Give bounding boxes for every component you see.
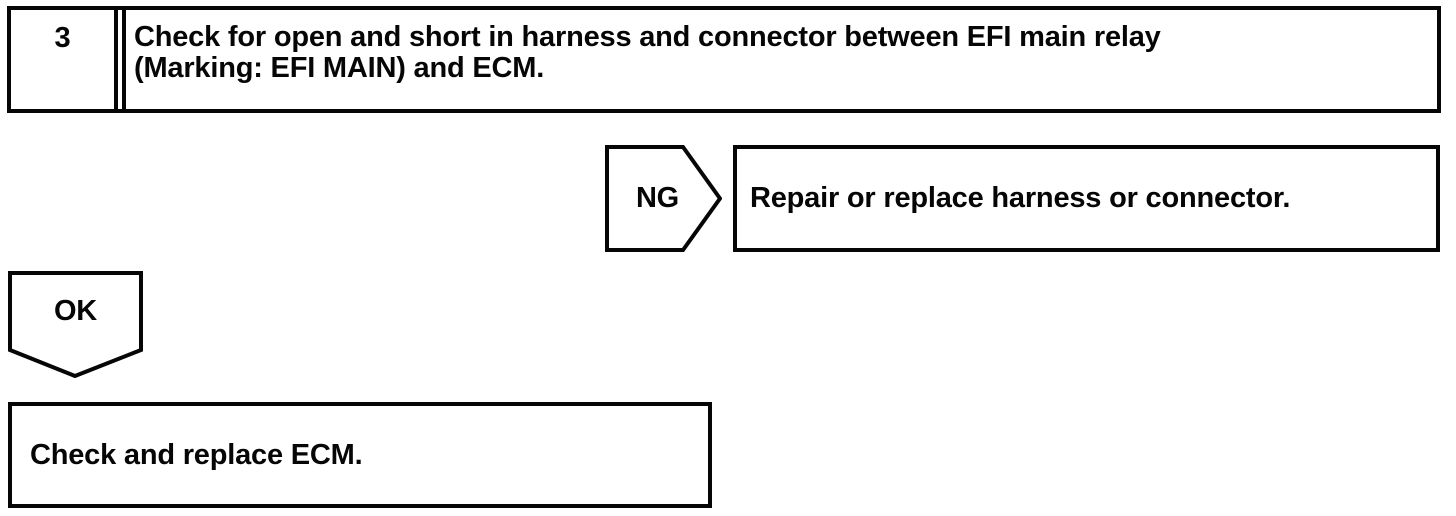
ng-label-wrap: NG: [605, 145, 722, 252]
step-instruction-line-2: (Marking: EFI MAIN) and ECM.: [134, 52, 545, 84]
final-action-text: Check and replace ECM.: [30, 438, 363, 471]
ok-pentagon-arrow-shape: [8, 271, 143, 378]
step-box: 3 Check for open and short in harness an…: [7, 6, 1441, 113]
ok-label-wrap: OK: [8, 271, 143, 378]
ng-result-box: Repair or replace harness or connector.: [733, 145, 1440, 252]
ng-result-text: Repair or replace harness or connector.: [750, 182, 1291, 214]
ng-label: NG: [635, 182, 680, 214]
final-action-box: Check and replace ECM.: [8, 402, 712, 508]
ng-branch-tag: NG: [605, 145, 722, 252]
step-number: 3: [54, 22, 71, 54]
step-number-cell: 3: [11, 10, 118, 109]
ng-pentagon-arrow-shape: [605, 145, 722, 252]
step-instruction: Check for open and short in harness and …: [122, 10, 1437, 109]
step-instruction-line-1: Check for open and short in harness and …: [134, 21, 1161, 53]
ok-branch-tag: OK: [8, 271, 143, 378]
ok-label: OK: [53, 294, 98, 327]
